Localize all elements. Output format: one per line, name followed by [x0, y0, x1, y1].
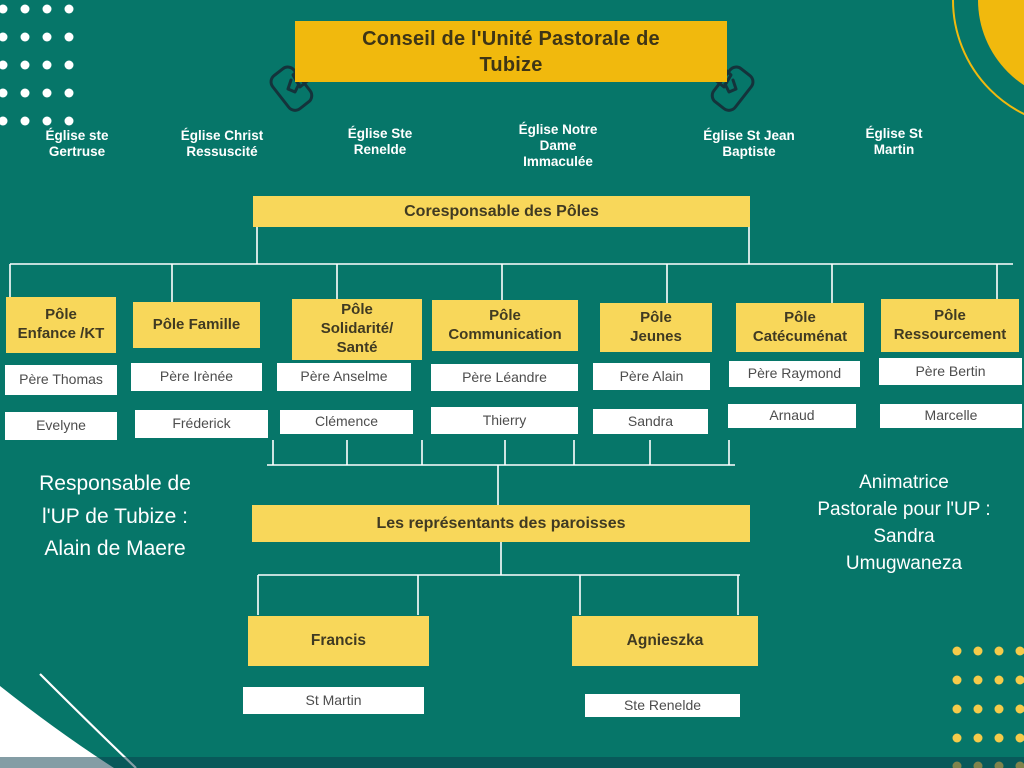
representative-box-agnieszka: Agnieszka [572, 616, 758, 666]
title-banner: Conseil de l'Unité Pastorale de Tubize [295, 21, 727, 82]
church-label-notre-dame: Église Notre Dame Immaculée [518, 122, 598, 169]
pole-box-enfance: Pôle Enfance /KT [6, 297, 116, 353]
pole-box-ressourcement: Pôle Ressourcement [881, 299, 1019, 352]
priest-box: Père Thomas [5, 365, 117, 395]
pole-box-communication: Pôle Communication [432, 300, 578, 351]
coresponsables-bar: Coresponsable des Pôles [253, 196, 750, 227]
pole-box-solidarite: Pôle Solidarité/ Santé [292, 299, 422, 360]
pole-box-catecumenat: Pôle Catécuménat [736, 303, 864, 352]
parish-box-st-martin: St Martin [243, 687, 424, 714]
dots-grid-white-icon [0, 4, 74, 126]
representative-box-francis: Francis [248, 616, 429, 666]
member-box: Fréderick [135, 410, 268, 438]
parish-box-ste-renelde: Ste Renelde [585, 694, 740, 717]
pole-box-famille: Pôle Famille [133, 302, 260, 348]
member-box: Thierry [431, 407, 578, 434]
corner-wave-icon [0, 673, 137, 768]
member-box: Sandra [593, 409, 708, 434]
connector-lines [9, 227, 1013, 615]
member-box: Evelyne [5, 412, 117, 440]
priest-box: Père Anselme [277, 363, 411, 391]
member-box: Clémence [280, 410, 413, 434]
priest-box: Père Léandre [431, 364, 578, 391]
animatrice-note: Animatrice Pastorale pour l'UP : Sandra … [817, 472, 991, 574]
member-box: Marcelle [880, 404, 1022, 428]
priest-box: Père Alain [593, 363, 710, 390]
bottom-edge-strip [0, 757, 1024, 768]
priest-box: Père Bertin [879, 358, 1022, 385]
member-box: Arnaud [728, 404, 856, 428]
quarter-circle-icon [952, 0, 1024, 116]
church-label-christ-ressuscite: Église Christ Ressuscité [180, 128, 264, 159]
church-label-ste-renelde: Église Ste Renelde [347, 126, 413, 157]
page-title: Conseil de l'Unité Pastorale de Tubize [362, 27, 660, 76]
church-label-st-jean-baptiste: Église St Jean Baptiste [703, 128, 795, 159]
dots-grid-gold-icon [952, 646, 1024, 768]
church-label-st-martin: Église St Martin [865, 126, 923, 157]
representatives-bar: Les représentants des paroisses [252, 505, 750, 542]
priest-box: Père Irènée [131, 363, 262, 391]
priest-box: Père Raymond [729, 361, 860, 387]
pole-box-jeunes: Pôle Jeunes [600, 303, 712, 352]
church-label-ste-gertruse: Église ste Gertruse [45, 128, 109, 159]
responsable-note: Responsable de l'UP de Tubize : Alain de… [39, 472, 191, 561]
